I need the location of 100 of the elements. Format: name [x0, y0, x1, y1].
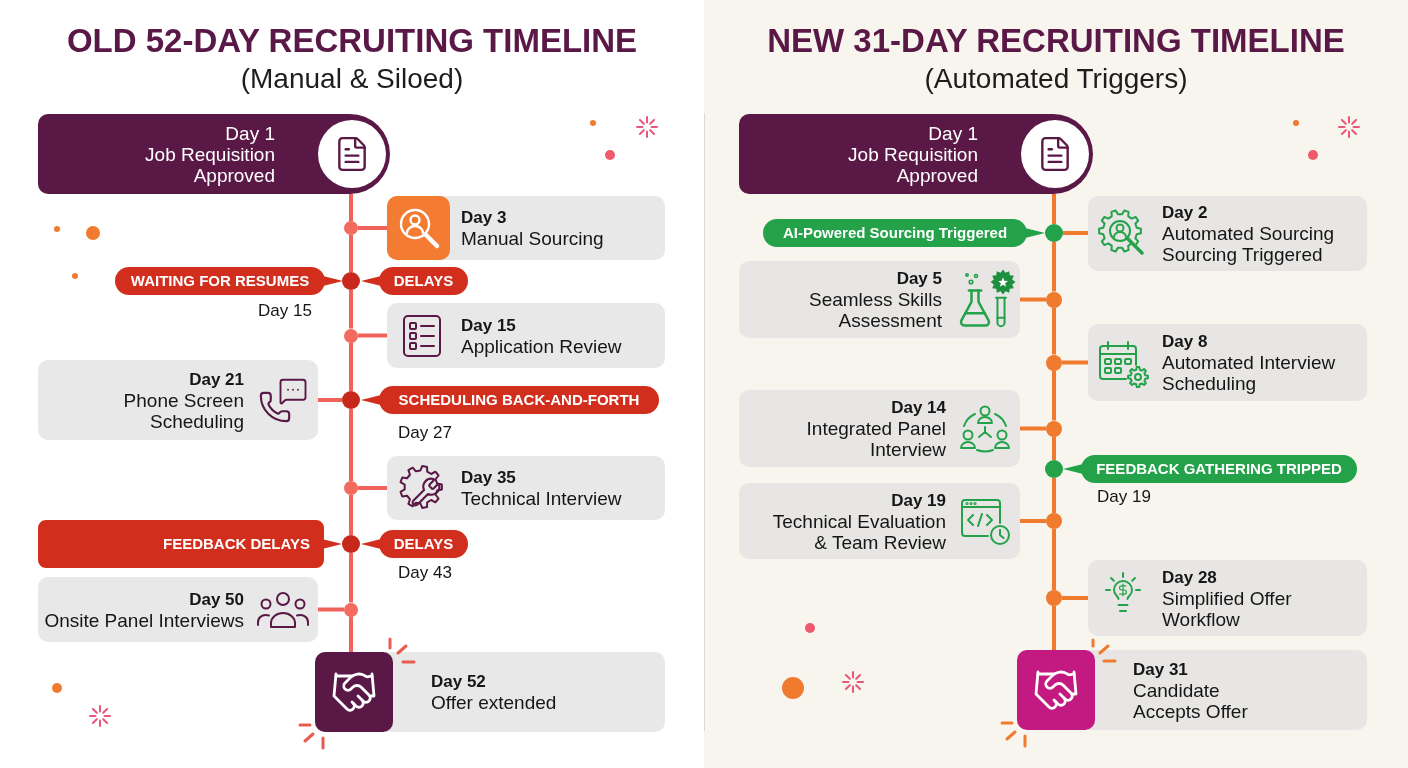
milestone-card	[38, 360, 318, 440]
day-label: Day 15	[461, 314, 516, 336]
timeline-connector	[1020, 297, 1046, 302]
timeline-dot	[342, 272, 360, 290]
timeline-dot	[1045, 224, 1063, 242]
milestone-title: Application Review	[461, 335, 622, 357]
day-label: Day 28	[1162, 566, 1217, 588]
timeline-connector	[1062, 596, 1088, 600]
day-note: Day 19	[1097, 487, 1151, 507]
milestone-title: Technical Interview	[461, 488, 622, 509]
day-label: Day 52	[431, 671, 486, 692]
timeline-connector	[349, 290, 353, 329]
panel-subtitle: (Automated Triggers)	[924, 63, 1188, 95]
milestone-title: Candidate Accepts Offer	[1133, 679, 1249, 722]
timeline-dot	[344, 481, 358, 495]
milestone-card	[38, 114, 390, 194]
timeline-connector	[1052, 478, 1056, 513]
callout-text: FEEDBACK GATHERING TRIPPED	[1096, 460, 1342, 478]
callout-text: WAITING FOR RESUMES	[130, 272, 310, 290]
milestone-card	[38, 577, 318, 642]
day-note: Day 27	[398, 423, 452, 443]
milestone-title: Automated Interview Scheduling	[1162, 352, 1337, 394]
day-note: Day 43	[398, 563, 452, 583]
milestone-card	[387, 196, 665, 260]
panel-title: OLD 52-DAY RECRUITING TIMELINE	[66, 22, 638, 60]
timeline-dot	[344, 328, 358, 343]
milestone-card	[315, 652, 665, 732]
timeline-connector	[1052, 242, 1056, 292]
milestone-title: Onsite Panel Interviews	[44, 609, 244, 631]
milestone-card	[1088, 560, 1367, 636]
milestone-card	[1088, 196, 1367, 271]
timeline-connector	[358, 226, 387, 230]
day-label: Day 1	[225, 122, 275, 144]
timeline-connector	[1052, 606, 1056, 650]
timeline-connector	[1062, 360, 1088, 365]
callout-text: DELAYS	[393, 272, 454, 290]
timeline-dot	[344, 602, 358, 617]
timeline-connector	[1052, 370, 1056, 421]
timeline-connector	[318, 607, 344, 612]
milestone-card	[387, 303, 665, 368]
timeline-dot	[1046, 354, 1062, 371]
milestone-title: Technical Evaluation & Team Review	[771, 510, 946, 553]
panel-subtitle: (Manual & Siloed)	[240, 63, 464, 95]
callout-text: DELAYS	[393, 535, 454, 553]
timeline-connector	[349, 342, 353, 391]
callout-text: SCHEDULING BACK-AND-FORTH	[398, 391, 640, 409]
timeline-dot	[1046, 291, 1062, 308]
milestone-title: Job Requisition Approved	[847, 143, 978, 186]
day-label: Day 31	[1133, 658, 1188, 680]
panel-title: NEW 31-DAY RECRUITING TIMELINE	[767, 22, 1345, 60]
day-label: Day 21	[189, 368, 244, 390]
day-label: Day 3	[461, 207, 507, 228]
timeline-connector	[349, 553, 353, 603]
timeline-dot	[342, 535, 360, 553]
timeline-connector	[1052, 307, 1056, 355]
day-label: Day 50	[189, 588, 244, 610]
milestone-card	[1017, 650, 1367, 730]
timeline-dot	[344, 221, 358, 235]
milestone-title: Simplified Offer Workflow	[1162, 587, 1293, 630]
timeline-dot	[1046, 420, 1062, 437]
timeline-connector	[1020, 519, 1046, 523]
milestone-card	[739, 261, 1020, 338]
timeline-connector	[1052, 529, 1056, 590]
day-note: Day 15	[258, 301, 312, 321]
timeline-connector	[1052, 194, 1056, 224]
timeline-connector	[358, 486, 387, 490]
timeline-connector	[349, 495, 353, 535]
callout-text: AI-Powered Sourcing Triggered	[782, 224, 1008, 242]
milestone-title: Integrated Panel Interview	[805, 418, 946, 460]
timeline-dot	[1045, 460, 1063, 478]
timeline-connector	[349, 235, 353, 272]
timeline-dot	[342, 391, 360, 409]
day-label: Day 2	[1162, 202, 1208, 223]
day-label: Day 5	[896, 268, 942, 289]
day-label: Day 8	[1162, 331, 1208, 352]
day-label: Day 1	[928, 122, 978, 144]
milestone-title: Offer extended	[431, 692, 557, 713]
milestone-title: Job Requisition Approved	[144, 143, 275, 186]
day-label: Day 19	[891, 489, 946, 511]
timeline-connector	[349, 616, 353, 652]
timeline-connector	[358, 333, 387, 338]
milestone-title: Phone Screen Scheduling	[122, 389, 244, 432]
milestone-title: Automated Sourcing Sourcing Triggered	[1162, 223, 1336, 265]
timeline-dot	[1046, 590, 1062, 606]
day-label: Day 35	[461, 467, 516, 488]
milestone-card	[739, 390, 1020, 467]
timeline-connector	[1020, 426, 1046, 431]
timeline-connector	[349, 194, 353, 221]
timeline-connector	[318, 398, 342, 402]
timeline-connector	[1052, 436, 1056, 460]
timeline-connector	[1063, 231, 1088, 235]
milestone-card	[1088, 324, 1367, 401]
timeline-panel	[704, 0, 1408, 768]
timeline-connector	[349, 409, 353, 481]
timeline-dot	[1046, 513, 1062, 529]
day-label: Day 14	[891, 397, 946, 418]
milestone-title: Seamless Skills Assessment	[807, 289, 942, 331]
callout-text: FEEDBACK DELAYS	[163, 535, 310, 553]
milestone-card	[387, 456, 665, 520]
milestone-card	[739, 483, 1020, 559]
